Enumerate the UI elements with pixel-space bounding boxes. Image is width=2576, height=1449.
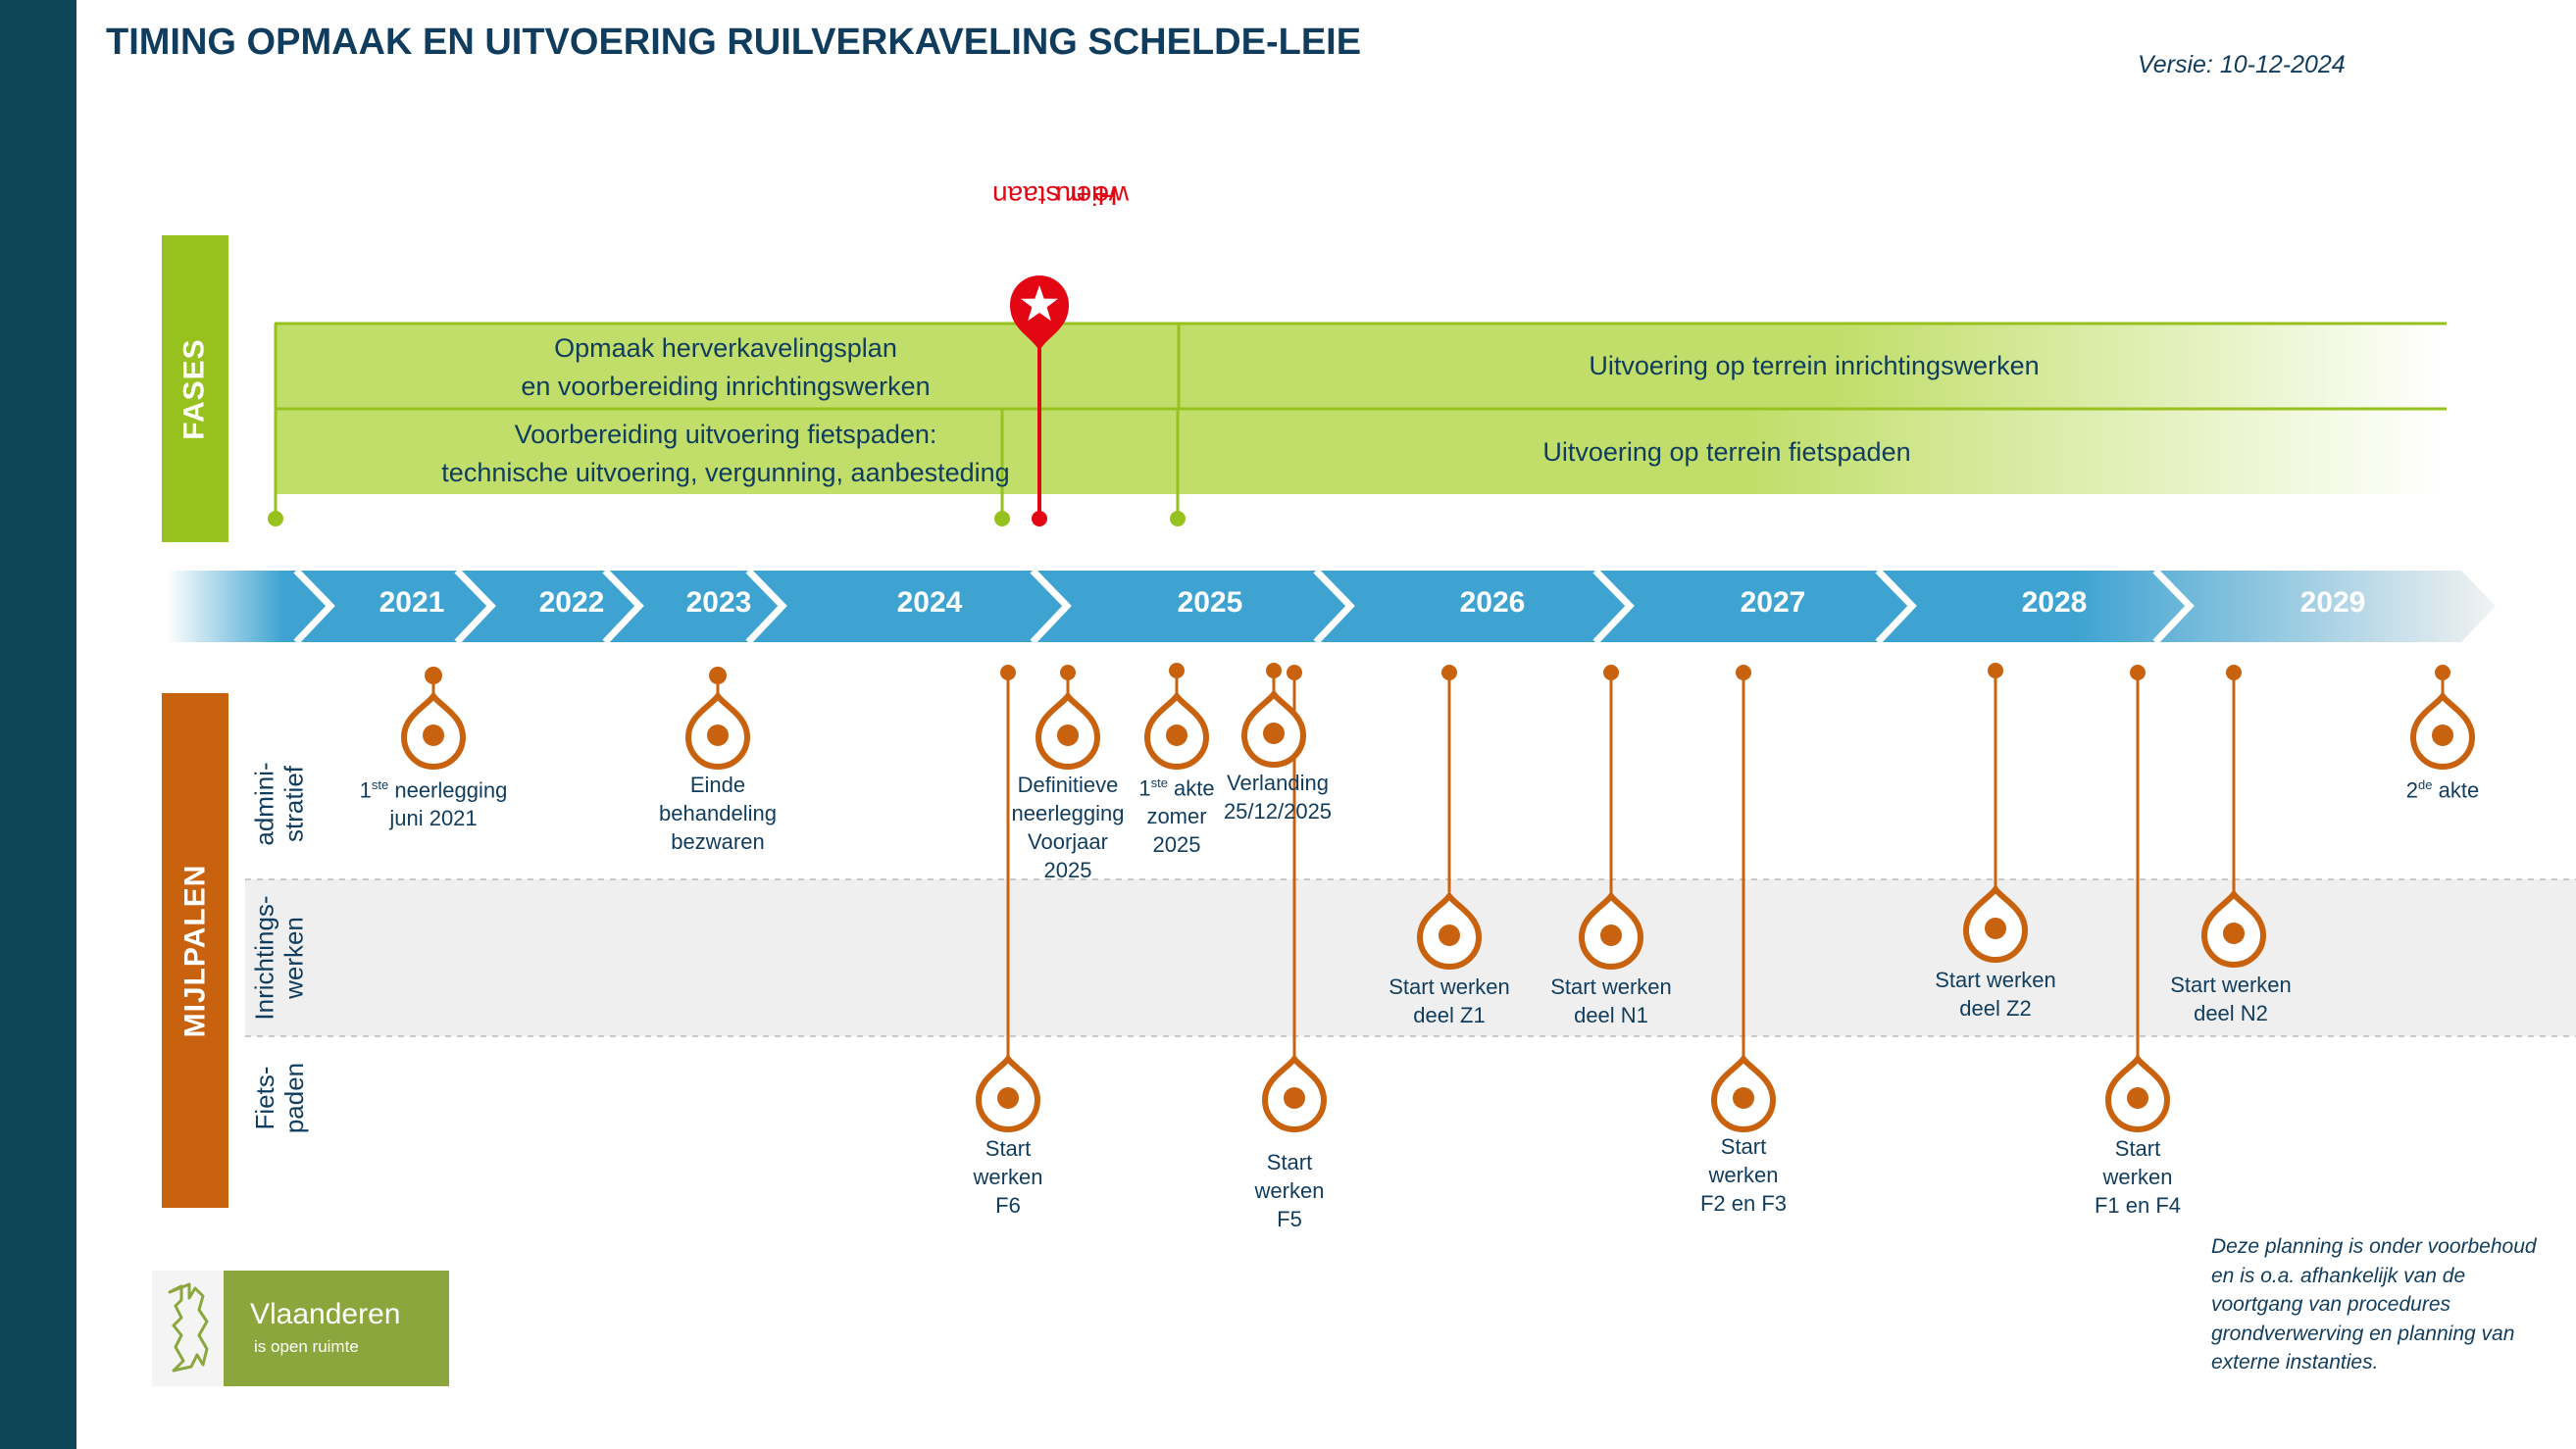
phase-dot	[268, 511, 283, 526]
left-accent-band	[0, 0, 76, 1449]
year-2023: 2023	[685, 586, 752, 619]
star-icon	[1021, 285, 1058, 322]
milestone-label: 2de akte	[2405, 777, 2480, 803]
mijlpalen-label: MIJLPALEN	[162, 693, 228, 1208]
phase-bar-bike-exec	[1000, 410, 2442, 494]
page-title: TIMING OPMAAK EN UITVOERING RUILVERKAVEL…	[106, 22, 1362, 63]
milestone-label: 1ste akte zomer 2025	[1138, 775, 1215, 858]
year-2028: 2028	[2021, 586, 2088, 619]
milestone-label: Definitieve neerlegging Voorjaar 2025	[1011, 773, 1125, 882]
milestone-label: Start werken F2 en F3	[1699, 1134, 1788, 1216]
logo-name: Vlaanderen	[250, 1298, 401, 1330]
lion-icon	[152, 1271, 224, 1386]
now-marker-icon	[1010, 275, 1069, 526]
year-2025: 2025	[1177, 586, 1243, 619]
year-2029: 2029	[2299, 586, 2366, 619]
milestone-label: 1ste neerlegging juni 2021	[359, 777, 508, 831]
phase-dot	[1170, 511, 1186, 526]
milestone-label: Start werken F1 en F4	[2094, 1136, 2182, 1218]
phase-bar-exec-works	[1179, 324, 2444, 409]
row-label-inrichtingswerken: Inrichtings-werken	[250, 895, 309, 1021]
phase-bike-exec-label: Uitvoering op terrein fietspaden	[1542, 437, 1911, 467]
milestone-label: Einde behandeling bezwaren	[659, 773, 777, 854]
milestone-label: Verlanding 25/12/2025	[1223, 771, 1333, 824]
phase-bike-prep-label: Voorbereiding uitvoering fietspaden: tec…	[441, 420, 1010, 487]
milestone-label: Start werken F5	[1254, 1150, 1325, 1231]
phase-bar-prep-plan	[275, 324, 1179, 409]
milestone-label: Start werken F6	[973, 1136, 1043, 1218]
timeline-chevrons	[293, 568, 2195, 645]
milestone-pins	[400, 688, 2476, 1132]
milestone-label: Start werken deel N1	[1550, 974, 1672, 1027]
phase-exec-works-label: Uitvoering op terrein inrichtingswerken	[1589, 351, 2040, 380]
phase-dot	[994, 511, 1010, 526]
inrichting-band	[245, 879, 2576, 1036]
milestone-label: Start werken deel Z2	[1935, 968, 2056, 1021]
version-label: Versie: 10-12-2024	[2138, 51, 2346, 78]
phase-prep-plan-label: Opmaak herverkavelingsplan en voorbereid…	[521, 333, 931, 401]
phase-lines	[274, 322, 2447, 518]
milestone-stem-dots	[425, 663, 2450, 684]
logo-tagline: is open ruimte	[254, 1337, 359, 1356]
timeline-arrow	[167, 571, 2496, 642]
milestone-label: Start werken deel Z1	[1389, 974, 1510, 1027]
year-2027: 2027	[1740, 586, 1806, 619]
year-2022: 2022	[538, 586, 605, 619]
row-label-fietspaden: Fiets-paden	[250, 1062, 309, 1134]
vlaanderen-logo: Vlaanderen is open ruimte	[152, 1271, 449, 1386]
fases-label: FASES	[162, 235, 228, 542]
year-2026: 2026	[1459, 586, 1526, 619]
milestone-label: Start werken deel N2	[2170, 973, 2292, 1025]
year-2024: 2024	[896, 586, 963, 619]
year-2021: 2021	[379, 586, 445, 619]
disclaimer-note: Deze planning is onder voorbehoud en is …	[2211, 1235, 2537, 1374]
